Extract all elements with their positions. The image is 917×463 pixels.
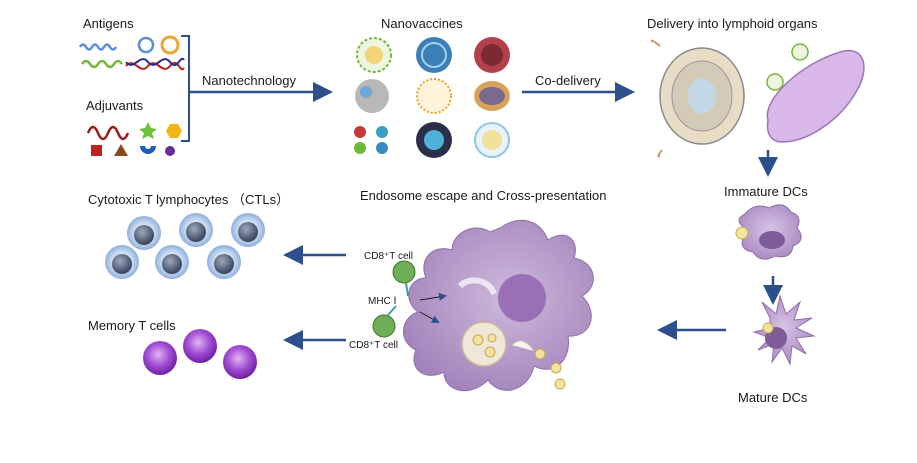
label-mature-dcs: Mature DCs bbox=[738, 390, 808, 405]
antigens-group bbox=[78, 35, 185, 71]
label-nanovaccines: Nanovaccines bbox=[381, 16, 463, 31]
mature-dc bbox=[752, 294, 816, 366]
immature-dc bbox=[735, 204, 802, 260]
memory-t-cells bbox=[143, 329, 257, 379]
cd8-t-cells bbox=[372, 260, 447, 338]
lymph-node bbox=[650, 39, 745, 158]
label-co-delivery: Co-delivery bbox=[535, 73, 601, 88]
spleen bbox=[766, 43, 865, 143]
nanovaccines-grid bbox=[354, 37, 510, 158]
label-ctls: Cytotoxic T lymphocytes （CTLs） bbox=[88, 192, 290, 207]
label-antigens: Antigens bbox=[83, 16, 134, 31]
adjuvants-group bbox=[86, 122, 182, 156]
label-adjuvants: Adjuvants bbox=[86, 98, 144, 113]
label-mhc: MHC Ⅰ bbox=[368, 296, 397, 307]
big-dendritic-cell bbox=[403, 219, 594, 392]
ctl-cells bbox=[105, 213, 265, 279]
label-immature-dcs: Immature DCs bbox=[724, 184, 808, 199]
label-delivery: Delivery into lymphoid organs bbox=[647, 16, 818, 31]
label-endosome: Endosome escape and Cross-presentation bbox=[360, 188, 607, 203]
label-nanotechnology: Nanotechnology bbox=[202, 73, 296, 88]
label-cd8-top: CD8⁺T cell bbox=[364, 251, 413, 262]
label-cd8-bottom: CD8⁺T cell bbox=[349, 340, 398, 351]
label-memory-t-cells: Memory T cells bbox=[88, 318, 176, 333]
